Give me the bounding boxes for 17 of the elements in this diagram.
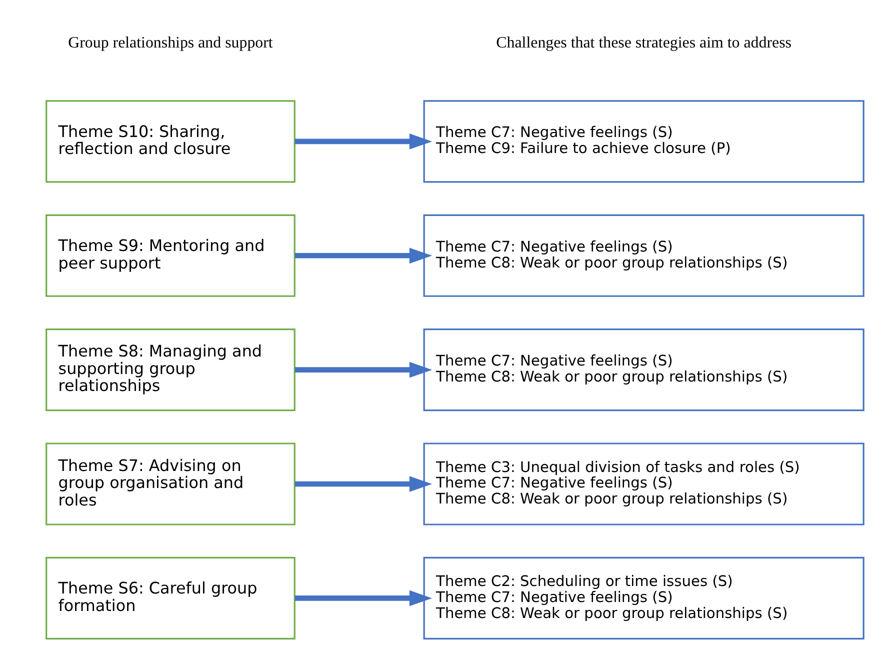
node-box: Theme S10: Sharing, reflection and closure — [46, 100, 296, 183]
label: Group relationships and support — [68, 34, 273, 52]
arrow — [294, 476, 432, 492]
label: Challenges that these strategies aim to address — [496, 34, 792, 52]
arrow — [294, 590, 432, 606]
node-box: Theme C7: Negative feelings (S) Theme C8: Weak or poor group relationships (S) — [423, 214, 864, 297]
arrow — [294, 362, 432, 378]
node-box: Theme C7: Negative feelings (S) Theme C8: Weak or poor group relationships (S) — [423, 328, 864, 412]
node-box: Theme S8: Managing and supporting group relationships — [46, 328, 296, 412]
node-box: Theme C3: Unequal division of tasks and roles (S) Theme C7: Negative feelings (S) Theme C8: Weak or poor group relationships (S) — [423, 442, 864, 526]
node-box: Theme S6: Careful group formation — [46, 556, 296, 640]
arrow — [294, 134, 432, 150]
node-box: Theme S7: Advising on group organisation and roles — [46, 442, 296, 526]
arrow — [294, 248, 432, 264]
node-box: Theme C2: Scheduling or time issues (S) Theme C7: Negative feelings (S) Theme C8: Weak or poor group relationships (S) — [423, 556, 864, 640]
node-box: Theme C7: Negative feelings (S) Theme C9: Failure to achieve closure (P) — [423, 100, 864, 183]
node-box: Theme S9: Mentoring and peer support — [46, 214, 296, 297]
